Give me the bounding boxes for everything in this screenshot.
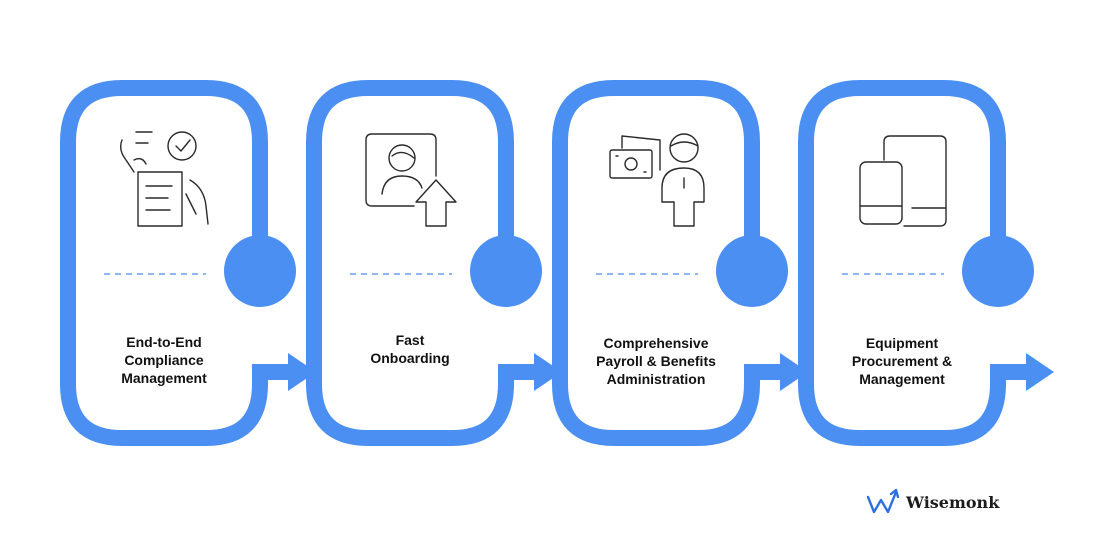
step-1-label: End-to-End Compliance Management (121, 334, 207, 386)
wisemonk-logo-icon (866, 488, 900, 514)
step-card-3 (552, 80, 808, 446)
step-1-frame (60, 80, 292, 446)
step-2-label: Fast Onboarding (370, 332, 450, 366)
step-4-frame (798, 80, 1030, 446)
person-money-icon (609, 133, 705, 227)
step-4-arrowhead (1026, 353, 1054, 391)
step-2-arrowhead (534, 353, 562, 391)
step-card-1 (60, 80, 316, 446)
step-4-label: Equipment Procurement & Management (851, 335, 953, 387)
step-1-arrowhead (288, 353, 316, 391)
devices-icon (859, 135, 947, 227)
step-2-frame (306, 80, 538, 446)
step-3-connector-dot (716, 235, 788, 307)
step-card-4 (798, 80, 1054, 446)
step-4-connector-dot (962, 235, 1034, 307)
brand-name: Wisemonk (906, 492, 1000, 512)
brand: Wisemonk (866, 490, 999, 514)
step-card-2 (306, 80, 562, 446)
profile-upload-icon (365, 133, 457, 227)
checklist-document-icon (119, 131, 209, 227)
step-3-arrowhead (780, 353, 808, 391)
brand-logo-space (866, 490, 898, 514)
step-3-label: Comprehensive Payroll & Benefits Adminis… (596, 335, 716, 387)
step-1-connector-dot (224, 235, 296, 307)
step-3-frame (552, 80, 784, 446)
step-2-connector-dot (470, 235, 542, 307)
